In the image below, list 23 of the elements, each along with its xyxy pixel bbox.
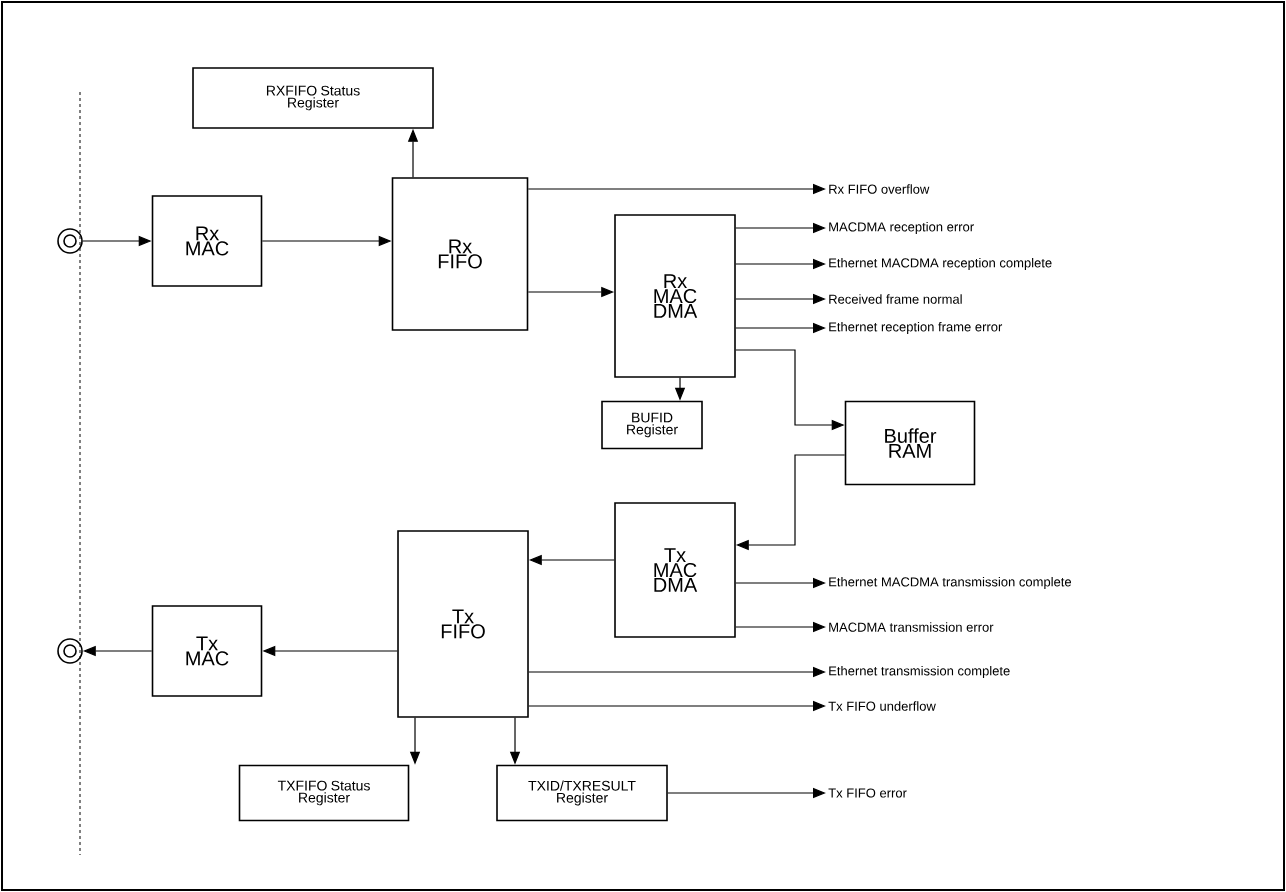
signal-label: Ethernet transmission complete <box>829 665 1010 679</box>
block-box: Rx MAC <box>151 195 263 287</box>
block-box: Rx MAC DMA <box>614 214 736 378</box>
block-box: Buffer RAM <box>844 400 976 486</box>
register-box: BUFID Register <box>601 400 703 450</box>
register-box: RXFIFO Status Register <box>192 67 434 129</box>
block-box: Tx MAC DMA <box>614 502 736 638</box>
signal-label: Ethernet MACDMA reception complete <box>829 257 1052 271</box>
port-symbol <box>57 638 83 664</box>
signal-label: Ethernet reception frame error <box>829 321 1003 335</box>
register-box: TXID/TXRESULT Register <box>496 764 668 822</box>
signal-label: Ethernet MACDMA transmission complete <box>829 576 1072 590</box>
signal-label: Received frame normal <box>829 294 962 304</box>
signal-label: Tx FIFO underflow <box>828 701 936 711</box>
signal-label: MACDMA transmission error <box>829 622 994 632</box>
block-box: Tx FIFO <box>397 530 529 718</box>
block-box: Rx FIFO <box>391 177 529 331</box>
signal-label: MACDMA reception error <box>829 221 974 235</box>
signal-label: Tx FIFO error <box>828 788 907 798</box>
block-box: Tx MAC <box>151 605 263 697</box>
port-symbol <box>57 228 83 254</box>
register-box: TXFIFO Status Register <box>238 764 410 822</box>
signal-label: Rx FIFO overflow <box>829 184 930 194</box>
